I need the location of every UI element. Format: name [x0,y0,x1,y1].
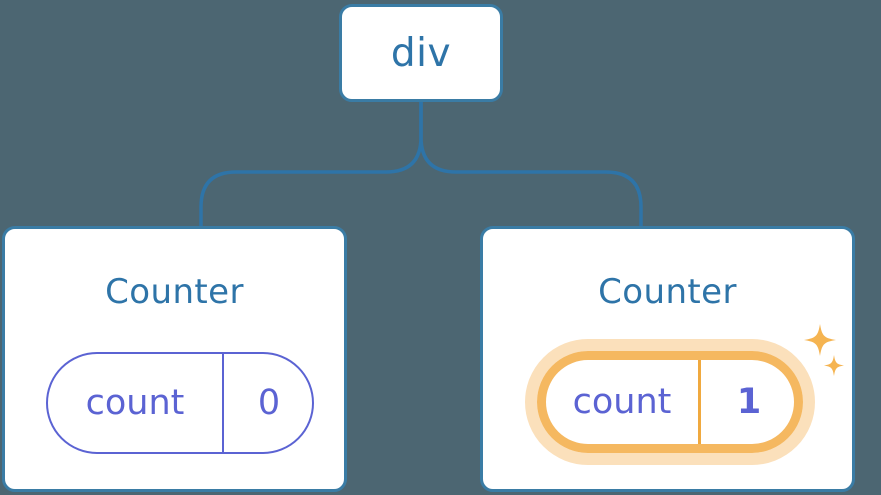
node-counter-0[interactable]: Counter count 0 [2,226,347,492]
state-pill-count-0[interactable]: count 0 [45,351,315,455]
node-div[interactable]: div [339,4,503,102]
state-key-0: count [85,382,185,423]
node-counter-1-title: Counter [598,272,737,312]
state-pill-body-0: count 0 [46,352,314,454]
node-counter-1[interactable]: Counter count 1 [480,226,855,492]
node-div-label: div [390,30,452,76]
state-value-0: 0 [222,354,314,452]
edge-to-counter-0 [199,100,423,228]
node-counter-0-title: Counter [105,272,244,312]
state-key-1: count [572,381,672,422]
state-value-1: 1 [698,360,797,444]
edge-to-counter-1 [419,100,643,228]
state-pill-count-1[interactable]: count 1 [525,339,815,465]
state-pill-body-1: count 1 [537,351,803,453]
